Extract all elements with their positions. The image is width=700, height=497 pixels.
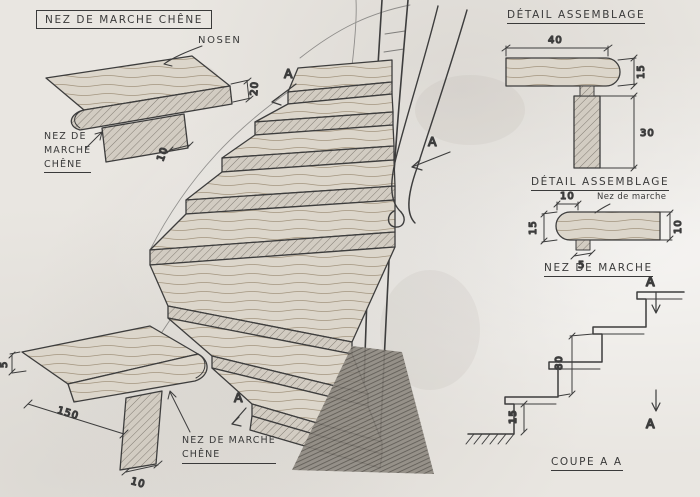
section-coupe-aa: 15 80 A A xyxy=(465,273,685,445)
riser-board xyxy=(101,113,189,163)
dim-thickness: 5 xyxy=(0,361,10,368)
detail-bottom-left-nosing: 5 150 10 xyxy=(0,325,208,491)
dim-riser-thickness: 10 xyxy=(155,145,170,163)
title-nez-de-marche-mid: NEZ DE MARCHE xyxy=(544,262,653,277)
dim-nose-width: 10 xyxy=(560,191,575,202)
section-a-coupe-top: A xyxy=(646,274,655,289)
section-arrows xyxy=(231,83,451,427)
dim-nose-height: 20 xyxy=(249,81,261,96)
caption-leader xyxy=(169,391,191,433)
horizontal-board xyxy=(505,57,621,87)
dim-lines xyxy=(166,77,254,154)
caption-line: NEZ DE MARCHE xyxy=(182,435,276,446)
label-nez-de-marche-small: Nez de marche xyxy=(597,192,667,202)
dim-nose: 10 xyxy=(129,476,146,490)
bullnose-line xyxy=(195,353,206,379)
dim-nose: 15 xyxy=(636,64,647,79)
spiral-staircase-drawing: A A A xyxy=(127,0,468,474)
title-detail-assemblage-mid: DÉTAIL ASSEMBLAGE xyxy=(531,176,670,191)
tongue-joint xyxy=(575,239,591,251)
riser-board xyxy=(119,390,163,471)
handrail-curves xyxy=(387,5,468,228)
section-a-right: A xyxy=(428,134,437,149)
detail-assembly-mid-right: 10 15 10 5 xyxy=(527,190,684,271)
dim-end: 10 xyxy=(673,219,684,234)
section-a-bottom: A xyxy=(234,390,243,405)
section-a-coupe-bottom: A xyxy=(646,416,655,431)
caption-line: CHÊNE xyxy=(182,448,276,464)
base-shading xyxy=(292,346,434,474)
dim-lines xyxy=(513,332,594,436)
section-line-arrows xyxy=(651,291,661,412)
title-coupe-aa: COUPE A A xyxy=(551,456,623,471)
tread-section xyxy=(555,211,661,241)
title-detail-assemblage-top: DÉTAIL ASSEMBLAGE xyxy=(507,9,646,24)
dim-first-riser: 15 xyxy=(508,409,519,424)
caption-top-left: NEZ DE MARCHE CHÊNE xyxy=(44,130,92,174)
ground-hatch xyxy=(465,433,515,445)
label-leader xyxy=(594,203,611,214)
title-nez-de-marche-chene: NEZ DE MARCHE CHÊNE xyxy=(36,10,213,29)
detail-top-left-nosing: 20 10 xyxy=(45,45,262,164)
dim-rise: 80 xyxy=(554,355,565,370)
tread-thickness-lines xyxy=(504,298,683,405)
dim-tongue: 5 xyxy=(578,260,585,271)
section-a-top: A xyxy=(284,66,293,81)
caption-line: MARCHE xyxy=(44,144,92,156)
dim-length: 150 xyxy=(56,405,80,422)
caption-line: NEZ DE xyxy=(44,131,87,142)
bullnose-line xyxy=(74,109,85,129)
detail-assembly-top-right: 40 15 30 xyxy=(501,34,655,172)
dim-lines xyxy=(501,44,638,172)
caption-bottom-left: NEZ DE MARCHE CHÊNE xyxy=(182,434,276,464)
vertical-board xyxy=(573,95,601,169)
construction-curves xyxy=(127,0,411,389)
dim-thickness: 15 xyxy=(528,220,539,235)
dim-lines xyxy=(540,200,674,260)
handrail-volute xyxy=(387,210,405,228)
caption-arrow xyxy=(85,131,103,149)
tongue-joint xyxy=(579,85,595,97)
dim-width: 40 xyxy=(548,35,563,46)
caption-line: CHÊNE xyxy=(44,158,92,174)
dim-lines xyxy=(8,351,163,476)
stair-profile xyxy=(467,291,685,435)
label-nosen: NOSEN xyxy=(198,35,242,46)
dim-height: 30 xyxy=(640,128,655,139)
